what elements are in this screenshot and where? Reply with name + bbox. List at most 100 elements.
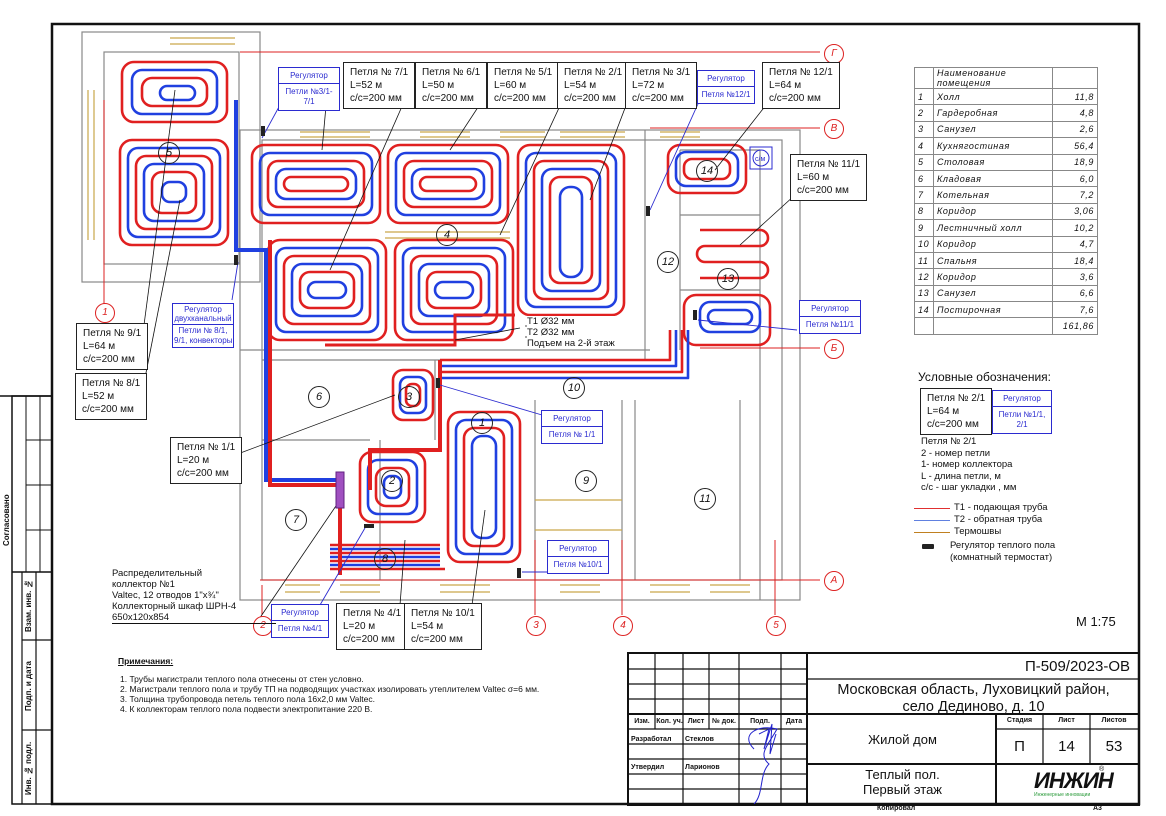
room-marker: 14 [696,160,718,182]
col-izm: Изм. [634,718,650,725]
room-number: 9 [914,219,934,237]
room-marker: 8 [374,548,396,570]
collector-note: Распределительный коллектор №1 Valtec, 1… [112,568,277,624]
axis-marker-3: 3 [526,616,546,636]
side-inv-orig: Инв. № подл. [24,741,33,795]
room-number: 3 [914,120,934,139]
room-marker: 13 [717,268,739,290]
regulator-loops: Петли № 8/1, 9/1, конвекторы [174,326,233,345]
loop-title: Петля № 9/1 [83,328,142,339]
room-area: 56,4 [1052,137,1098,155]
legend-line-label: Т1 - подающая труба [954,502,1048,513]
side-replace-inv: Взам. инв. № [24,579,33,633]
loop-length: L=60 м [797,172,830,183]
room-area: 6,6 [1052,284,1098,303]
room-area: 18,9 [1052,153,1098,171]
axis-marker-v: В [824,119,844,139]
axis-marker-1: 1 [95,303,115,323]
stage-label: Стадия [1006,717,1033,724]
regulator-title: Регулятор [993,391,1051,407]
loop-length: L=64 м [769,80,802,91]
loop-length: L=64 м [83,341,116,352]
note-item: 1. Трубы магистрали теплого пола отнесен… [120,674,364,684]
loop-step: с/с=200 мм [797,185,849,196]
notes: Примечания: 1. Трубы магистрали теплого … [108,656,608,714]
legend-explain-line: с/с - шаг укладки , мм [921,482,1017,493]
loop-length: L=20 м [177,455,210,466]
sheets-label: Листов [1101,717,1127,724]
axis-marker-5: 5 [766,616,786,636]
collector-line: 650х120х854 [112,612,170,623]
regulator-loops: Петля №11/1 [805,320,855,329]
legend-explain-line: Петля № 2/1 [921,436,977,447]
legend-explain-line: 1- номер коллектора [921,459,1013,470]
room-marker: 1 [471,412,493,434]
room-number: 2 [914,104,934,122]
legend-line-label: Т2 - обратная труба [954,514,1043,525]
thermostat-icon [922,544,934,549]
riser-t2: Т2 Ø32 мм [527,327,575,338]
loop-step: с/с=200 мм [632,93,684,104]
room-marker: 7 [285,509,307,531]
room-name: Кладовая [933,169,1053,188]
note-item: 4. К коллекторам теплого пола подвести э… [120,704,373,714]
loop-title: Петля № 12/1 [769,67,833,78]
loop-title: Петля № 5/1 [494,67,553,78]
collector-line: Распределительный [112,568,203,579]
room-area: 18,4 [1052,251,1098,270]
regulator-title: Регулятор [800,301,860,317]
loop-title: Петля № 10/1 [411,608,475,619]
note-item: 3. Толщина трубопровода петель теплого п… [120,694,375,704]
loop-step: с/с=200 мм [422,93,474,104]
room-name: Спальня [933,251,1053,270]
room-area: 4,8 [1052,104,1098,122]
object-name: Жилой дом [868,732,937,747]
riser-t1: Т1 Ø32 мм [527,316,575,327]
room-marker: 2 [381,470,403,492]
side-agreed: Согласовано [2,494,11,546]
developed-label: Разработал [631,736,672,743]
room-number: 1 [914,87,934,106]
room-marker: 10 [563,377,585,399]
loop-step: с/с=200 мм [927,419,979,430]
rooms-table-header-text: Наименование помещения [933,67,1053,89]
col-kol-uch: Кол. уч. [656,718,683,725]
legend-explain-line: L - длина петли, м [921,470,1001,482]
riser-note: Т1 Ø32 мм Т2 Ø32 мм Подъем на 2-й этаж [527,316,615,349]
loop-title: Петля № 3/1 [632,67,691,78]
loop-step: с/с=200 мм [343,634,395,645]
title-block: Изм. Кол. уч. Лист № док. Подп. Дата Раз… [627,652,1140,806]
room-marker: 5 [158,142,180,164]
document-code: П-509/2023-ОВ [1024,658,1130,675]
loop-length: L=52 м [82,391,115,402]
room-number: 4 [914,137,934,155]
regulator-loops: Петля №10/1 [553,560,603,569]
room-marker: 4 [436,224,458,246]
room-name: Холл [933,87,1053,106]
room-area: 3,06 [1052,202,1098,221]
room-marker: 12 [657,251,679,273]
room-number: 12 [914,268,934,286]
legend-explain-line: 2 - номер петли [921,447,991,459]
axis-marker-b: Б [824,339,844,359]
room-marker: 11 [694,488,716,510]
axis-marker-2: 2 [253,616,273,636]
